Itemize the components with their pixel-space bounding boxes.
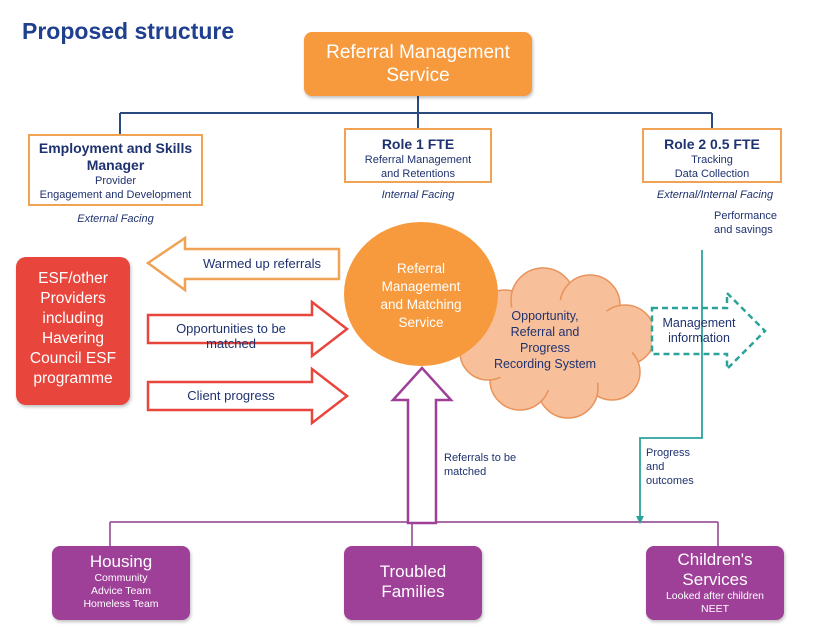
progress-line3: outcomes bbox=[646, 475, 694, 487]
troubled-line1: Troubled bbox=[379, 562, 447, 581]
role2-sub1: Tracking bbox=[691, 154, 733, 166]
manager-role-box: Employment and Skills Manager Provider E… bbox=[28, 134, 203, 206]
role1-sub2: and Retentions bbox=[381, 168, 455, 180]
manager-facing: External Facing bbox=[77, 213, 154, 225]
cloud-line: Progress bbox=[519, 341, 571, 355]
circle-line: Referral bbox=[396, 261, 445, 276]
progress-line1: Progress bbox=[646, 447, 691, 459]
esf-line: programme bbox=[33, 370, 113, 387]
children-line2: Services bbox=[682, 570, 748, 589]
manager-sub2: Engagement and Development bbox=[39, 189, 192, 201]
top-box-line2: Service bbox=[386, 65, 450, 86]
troubled-line2: Families bbox=[381, 582, 445, 601]
manager-title-line2: Manager bbox=[86, 157, 145, 173]
esf-line: Havering bbox=[41, 330, 105, 347]
top-box-line1: Referral Management bbox=[326, 42, 510, 63]
esf-providers-box: ESF/other Providers including Havering C… bbox=[16, 257, 130, 405]
role1-title: Role 1 FTE bbox=[381, 136, 455, 152]
manager-sub1: Provider bbox=[95, 175, 136, 187]
referrals-up-arrow bbox=[390, 366, 454, 525]
referrals-note-line2: matched bbox=[444, 466, 487, 478]
cloud-line: Referral and bbox=[510, 325, 580, 339]
role1-facing: Internal Facing bbox=[381, 189, 455, 201]
cloud-line: Recording System bbox=[493, 357, 597, 371]
circle-line: Management bbox=[381, 279, 461, 294]
hierarchy-connectors bbox=[119, 96, 713, 134]
matching-service-circle: Referral Management and Matching Service bbox=[344, 222, 498, 366]
referrals-note: Referrals to be matched bbox=[444, 451, 516, 479]
troubled-families-box: Troubled Families bbox=[344, 546, 482, 620]
esf-line: including bbox=[42, 310, 104, 327]
role2-facing: External/Internal Facing bbox=[656, 189, 774, 201]
opportunities-arrow bbox=[146, 299, 350, 359]
management-info-line2: information bbox=[668, 331, 730, 345]
performance-note: Performance and savings bbox=[714, 209, 777, 237]
role1-sub1: Referral Management bbox=[364, 154, 472, 166]
esf-line: Providers bbox=[40, 290, 106, 307]
esf-line: ESF/other bbox=[38, 270, 108, 287]
performance-line1: Performance bbox=[714, 210, 777, 222]
warmed-referrals-label: Warmed up referrals bbox=[203, 256, 321, 271]
client-progress-label: Client progress bbox=[187, 388, 275, 403]
housing-box: Housing Community Advice Team Homeless T… bbox=[52, 546, 190, 620]
manager-title-line1: Employment and Skills bbox=[38, 140, 193, 156]
referral-management-service-box: Referral Management Service bbox=[304, 32, 532, 96]
opportunities-label: Opportunities to be matched bbox=[176, 321, 286, 351]
bottom-connectors bbox=[109, 521, 719, 546]
role1-box: Role 1 FTE Referral Management and Reten… bbox=[344, 128, 492, 183]
housing-sub2: Advice Team bbox=[91, 585, 151, 597]
management-info-label: Management information bbox=[655, 316, 743, 346]
childrens-services-box: Children's Services Looked after childre… bbox=[646, 546, 784, 620]
esf-line: Council ESF bbox=[29, 350, 117, 367]
warmed-referrals-arrow bbox=[145, 235, 341, 293]
housing-title: Housing bbox=[89, 552, 153, 571]
role2-box: Role 2 0.5 FTE Tracking Data Collection bbox=[642, 128, 782, 183]
cloud-line: Opportunity, bbox=[511, 309, 579, 323]
referrals-note-line1: Referrals to be bbox=[444, 452, 517, 464]
progress-line bbox=[639, 250, 703, 518]
page-title: Proposed structure bbox=[22, 18, 235, 44]
cloud-text: Opportunity, Referral and Progress Recor… bbox=[488, 308, 602, 372]
role2-sub2: Data Collection bbox=[674, 168, 750, 180]
circle-line: and Matching bbox=[380, 297, 462, 312]
children-sub2: NEET bbox=[700, 603, 729, 615]
role2-title: Role 2 0.5 FTE bbox=[664, 136, 760, 152]
children-sub1: Looked after children bbox=[665, 590, 765, 602]
housing-sub1: Community bbox=[94, 572, 148, 584]
management-info-line1: Management bbox=[662, 316, 736, 330]
progress-note: Progress and outcomes bbox=[646, 446, 694, 488]
children-line1: Children's bbox=[677, 550, 753, 569]
circle-line: Service bbox=[398, 315, 444, 330]
client-progress-arrow bbox=[146, 366, 350, 426]
housing-sub3: Homeless Team bbox=[83, 598, 159, 610]
performance-line2: and savings bbox=[714, 224, 773, 236]
management-info-arrow bbox=[650, 289, 767, 373]
progress-line2: and bbox=[646, 461, 665, 473]
